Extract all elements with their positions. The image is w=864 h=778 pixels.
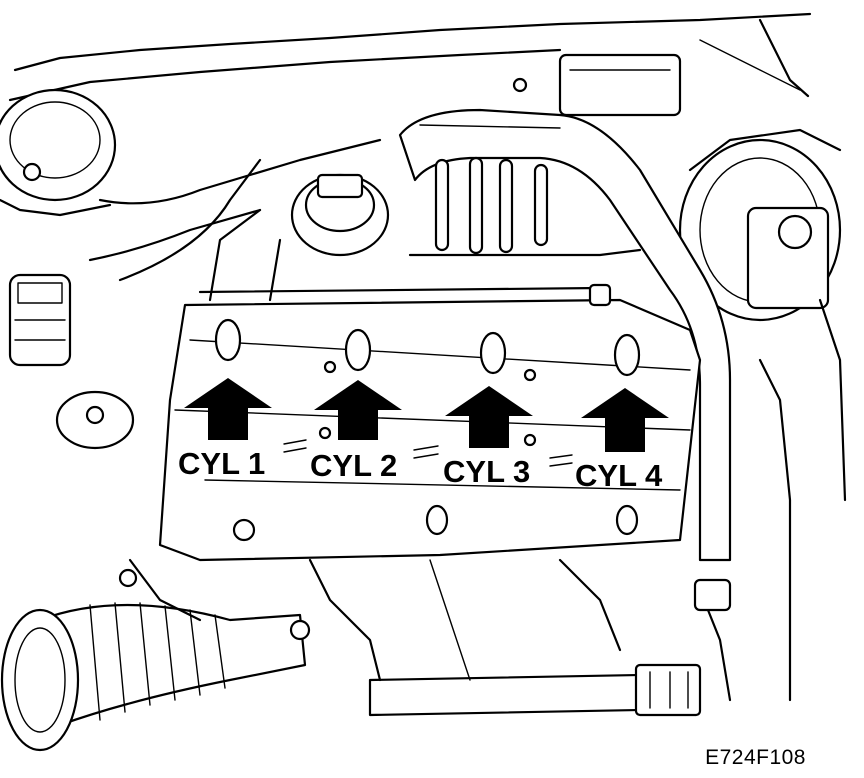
- figure-id: E724F108: [705, 746, 806, 769]
- intake-tube: [398, 108, 732, 562]
- cyl-1-label: CYL 1: [178, 446, 265, 481]
- mount-bolt: [55, 390, 135, 450]
- coolant-hose: [368, 578, 732, 717]
- cylinder-arrows: [184, 378, 669, 452]
- cyl-3-arrow: [445, 386, 533, 448]
- oil-filler-cap: [290, 173, 390, 257]
- wiring-loom: [88, 138, 382, 302]
- cylinder-labels: CYL 1 CYL 2 CYL 3 CYL 4: [178, 446, 663, 493]
- label-connectors: [283, 439, 573, 467]
- cyl-4-label: CYL 4: [575, 458, 663, 493]
- brake-booster: [678, 128, 842, 322]
- cam-cover: [158, 283, 702, 562]
- engine-bay-line-art: [0, 12, 847, 752]
- cyl-2-arrow: [314, 380, 402, 440]
- plug-lead-tubes: [408, 156, 642, 257]
- cyl-1-arrow: [184, 378, 272, 440]
- cyl-3-label: CYL 3: [443, 454, 530, 489]
- cyl-2-label: CYL 2: [310, 448, 397, 483]
- cyl-4-arrow: [581, 388, 669, 452]
- left-strut-tower: [0, 88, 117, 217]
- left-connector: [8, 273, 72, 367]
- intake-bellows: [0, 602, 311, 752]
